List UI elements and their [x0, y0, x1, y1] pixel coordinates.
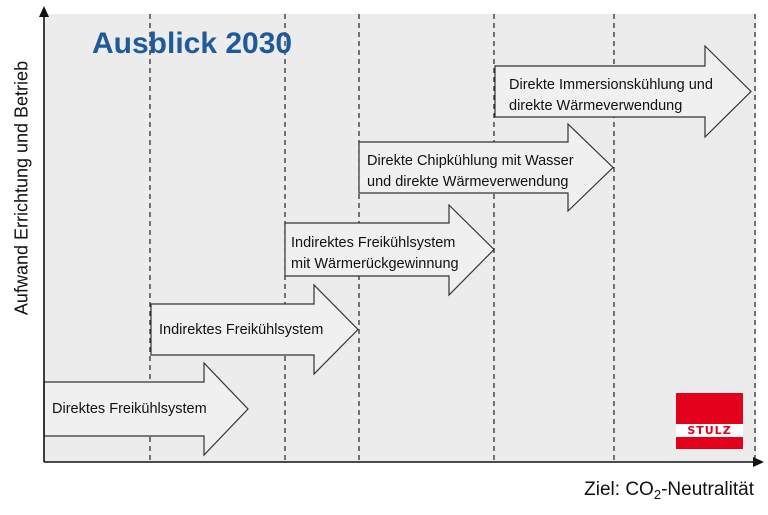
- x-axis-label-subscript: 2: [653, 487, 662, 502]
- x-axis-arrowhead: [753, 457, 764, 467]
- y-axis-arrowhead: [39, 6, 49, 17]
- step-label-4-line-2: und direkte Wärmeverwendung: [367, 174, 569, 190]
- step-label-4-line-1: Direkte Chipkühlung mit Wasser: [367, 153, 574, 169]
- step-label-5-line-2: direkte Wärmeverwendung: [509, 98, 683, 114]
- step-label-2-line-1: Indirektes Freikühlsystem: [159, 322, 324, 338]
- x-axis-label: Ziel: CO2-Neutralität: [584, 479, 754, 501]
- step-label-4: Direkte Chipkühlung mit Wasser und direkt…: [367, 151, 574, 193]
- step-label-3: Indirektes Freikühlsystem mit Wärmerückge…: [291, 233, 459, 275]
- x-axis-label-suffix: -Neutralität: [661, 479, 754, 500]
- axes: [39, 6, 764, 467]
- step-arrow-1: [43, 361, 249, 457]
- step-label-3-line-1: Indirektes Freikühlsystem: [291, 235, 456, 251]
- step-label-1-line-1: Direktes Freikühlsystem: [52, 401, 207, 417]
- step-arrow-2: [150, 283, 359, 376]
- step-arrow-5: [494, 44, 752, 139]
- logo-band: [676, 424, 743, 437]
- step-label-3-line-2: mit Wärmerückgewinnung: [291, 256, 459, 272]
- x-axis-label-prefix: Ziel: CO: [584, 479, 654, 500]
- stulz-logo: STULZ: [676, 393, 743, 449]
- step-arrow-4: [358, 122, 614, 213]
- y-axis-label: Aufwand Errichtung und Betrieb: [11, 60, 32, 316]
- step-label-5: Direkte Immersionskühlung und direkte Wär…: [509, 75, 713, 117]
- step-label-1: Direktes Freikühlsystem: [52, 399, 207, 420]
- step-arrow-3: [284, 203, 495, 297]
- step-arrows: [43, 44, 752, 457]
- diagram-title: Ausblick 2030: [92, 27, 293, 60]
- step-label-2: Indirektes Freikühlsystem: [159, 320, 323, 341]
- logo-text: STULZ: [687, 424, 732, 437]
- step-label-5-line-1: Direkte Immersionskühlung und: [509, 77, 713, 93]
